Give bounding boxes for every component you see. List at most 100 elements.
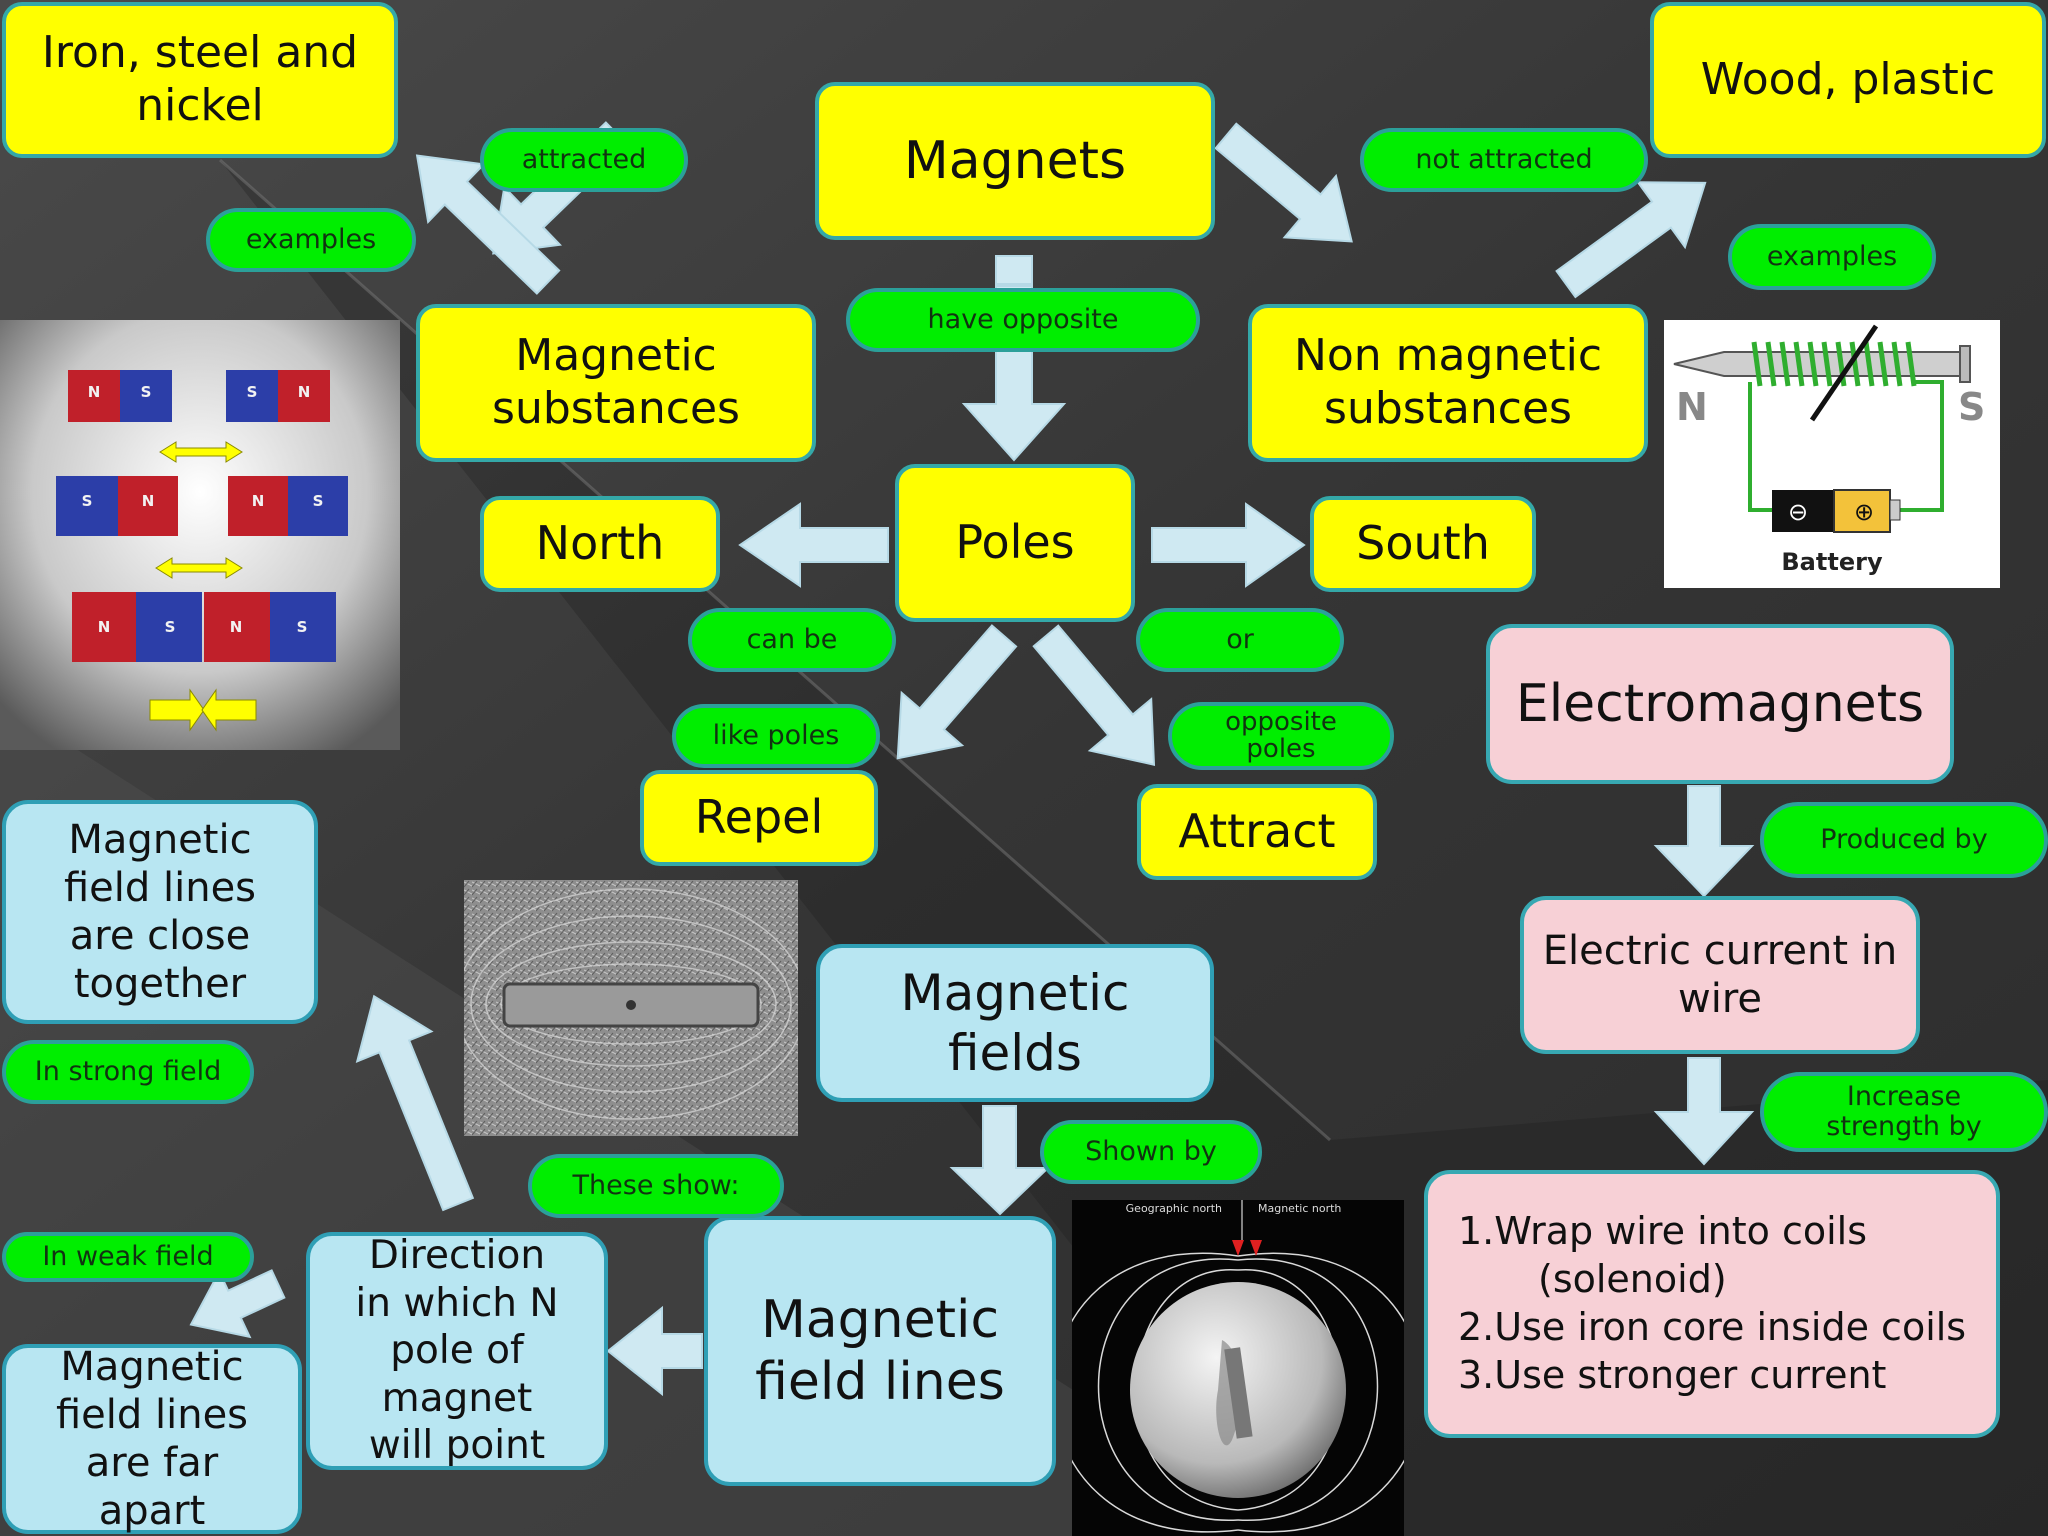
node-direction-n-pole: Direction in which N pole of magnet will…	[306, 1232, 608, 1470]
pole-letter: S	[247, 383, 258, 401]
arrow-to-wood-plastic	[1555, 181, 1707, 299]
arrow-to-iron-steel-nickel	[415, 154, 561, 295]
node-label: Magnetic field lines are close together	[63, 817, 257, 1007]
pole-s-label: S	[1958, 385, 1985, 429]
node-label: Wood, plastic	[1700, 53, 1996, 105]
node-field-lines-close: Magnetic field lines are close together	[2, 800, 318, 1024]
node-magnetic-substances: Magnetic substances	[416, 304, 816, 462]
label-text: In strong field	[34, 1056, 222, 1088]
node-label: Iron, steel and nickel	[41, 27, 359, 131]
arrow-field-lines-to-direction	[606, 1305, 703, 1397]
arrow-poles-to-attract	[1032, 624, 1156, 766]
arrow-magnets-to-non-magnetic	[1214, 122, 1353, 243]
node-field-lines-far: Magnetic field lines are far apart	[2, 1344, 302, 1534]
pole-letter: S	[313, 492, 324, 510]
pole-letter: N	[142, 492, 155, 510]
arrow-to-field-lines-far	[189, 1269, 286, 1339]
node-label: Magnetic field lines	[755, 1289, 1005, 1412]
arrow-fields-to-field-lines	[949, 1105, 1051, 1216]
bar-magnets-image: N S S N S N N S N S N S	[0, 320, 400, 750]
node-label: Attract	[1178, 804, 1336, 859]
label-examples-right: examples	[1728, 224, 1936, 290]
node-magnetic-field-lines: Magnetic field lines	[704, 1216, 1056, 1486]
pole-n-label: N	[1676, 385, 1708, 429]
pole-letter: S	[82, 492, 93, 510]
node-attract: Attract	[1137, 784, 1377, 880]
geographic-north-label: Geographic north	[1126, 1202, 1222, 1215]
increase-strength-items: 1.Wrap wire into coils (solenoid) 2.Use …	[1458, 1208, 1966, 1400]
battery-label: Battery	[1781, 548, 1883, 576]
label-text: opposite poles	[1225, 706, 1337, 764]
label-opposite-poles: opposite poles	[1168, 702, 1394, 770]
arrow-electromagnets-to-current	[1653, 785, 1755, 898]
battery-minus: ⊖	[1788, 498, 1808, 526]
label-text: Shown by	[1085, 1136, 1217, 1168]
arrow-poles-to-repel	[896, 624, 1018, 760]
arrow-poles-to-north	[738, 502, 889, 588]
node-label: Direction in which N pole of magnet will…	[355, 1233, 559, 1469]
node-label: Repel	[694, 790, 824, 845]
list-item: (solenoid)	[1538, 1257, 1727, 1302]
node-label: Electromagnets	[1515, 673, 1925, 734]
node-label: North	[535, 516, 665, 571]
node-label: South	[1356, 516, 1490, 571]
pole-letter: N	[298, 383, 311, 401]
magnetic-north-label: Magnetic north	[1258, 1202, 1341, 1215]
label-shown-by: Shown by	[1040, 1120, 1262, 1184]
label-produced-by: Produced by	[1760, 802, 2048, 878]
node-increase-strength-list: 1.Wrap wire into coils (solenoid) 2.Use …	[1424, 1170, 2000, 1438]
arrow-current-to-list	[1653, 1057, 1755, 1166]
pole-letter: S	[165, 618, 176, 636]
earth-magnetic-field-image: Geographic north Magnetic north	[1072, 1200, 1404, 1536]
label-text: Increase strength by	[1826, 1081, 1982, 1142]
node-wood-plastic: Wood, plastic	[1650, 2, 2046, 158]
pole-letter: S	[141, 383, 152, 401]
label-text: In weak field	[42, 1241, 214, 1273]
node-south: South	[1310, 496, 1536, 592]
label-have-opposite: have opposite	[846, 288, 1200, 352]
list-item: 1.Wrap wire into coils	[1458, 1209, 1868, 1254]
node-poles: Poles	[895, 464, 1135, 622]
node-iron-steel-nickel: Iron, steel and nickel	[2, 2, 398, 158]
label-can-be: can be	[688, 608, 896, 672]
label-like-poles: like poles	[672, 704, 880, 768]
label-text: These show:	[572, 1170, 740, 1202]
label-text: have opposite	[927, 304, 1119, 336]
node-north: North	[480, 496, 720, 592]
node-label: Magnetic fields	[900, 964, 1130, 1082]
label-not-attracted: not attracted	[1360, 128, 1648, 192]
node-label: Poles	[955, 515, 1075, 570]
node-repel: Repel	[640, 770, 878, 866]
label-text: Produced by	[1820, 824, 1988, 856]
pole-letter: N	[98, 618, 111, 636]
label-text: examples	[1766, 241, 1898, 273]
node-non-magnetic-substances: Non magnetic substances	[1248, 304, 1648, 462]
label-text: can be	[746, 624, 838, 656]
pole-letter: S	[297, 618, 308, 636]
pole-letter: N	[252, 492, 265, 510]
list-item: 3.Use stronger current	[1458, 1352, 1887, 1397]
node-label: Non magnetic substances	[1293, 330, 1603, 434]
node-label: Magnets	[903, 130, 1127, 191]
iron-filings-image	[464, 880, 798, 1136]
battery-plus: ⊕	[1854, 498, 1874, 526]
pole-letter: N	[88, 383, 101, 401]
node-label: Electric current in wire	[1542, 928, 1898, 1022]
node-electromagnets: Electromagnets	[1486, 624, 1954, 784]
label-or: or	[1136, 608, 1344, 672]
node-magnetic-fields: Magnetic fields	[816, 944, 1214, 1102]
label-text: examples	[245, 224, 377, 256]
electromagnet-image: ⊖ ⊕ N S Battery	[1664, 320, 2000, 588]
arrow-magnets-to-poles	[961, 255, 1067, 462]
label-text: not attracted	[1415, 144, 1593, 176]
arrow-poles-to-south	[1151, 502, 1306, 588]
node-label: Magnetic field lines are far apart	[55, 1344, 249, 1534]
label-these-show: These show:	[528, 1154, 784, 1218]
label-in-weak-field: In weak field	[2, 1232, 254, 1282]
label-increase-strength-by: Increase strength by	[1760, 1072, 2048, 1152]
arrow-to-field-lines-close	[355, 994, 475, 1212]
label-attracted: attracted	[480, 128, 688, 192]
label-text: like poles	[712, 720, 840, 752]
node-label: Magnetic substances	[492, 330, 740, 434]
label-examples-left: examples	[206, 208, 416, 272]
